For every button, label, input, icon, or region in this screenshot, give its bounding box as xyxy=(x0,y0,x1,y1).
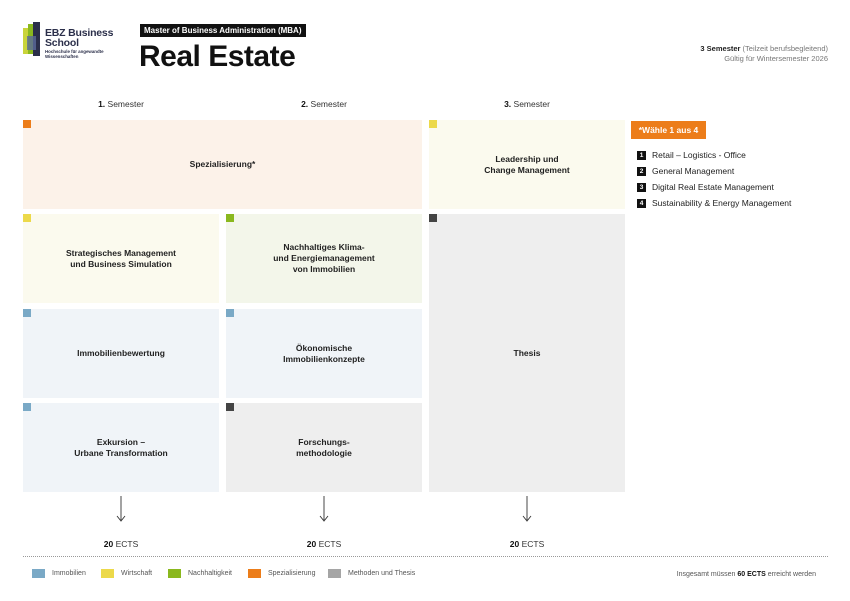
semester-note: (Teilzeit berufsbegleitend) xyxy=(740,44,828,53)
module-label: Spezialisierung* xyxy=(189,159,256,169)
legend-label: Spezialisierung xyxy=(268,570,316,577)
program-badge: Master of Business Administration (MBA) xyxy=(140,24,306,37)
logo-line1: EBZ Business xyxy=(45,27,114,39)
category-marker xyxy=(23,214,31,222)
legend-swatch xyxy=(168,569,181,578)
logo-tagline: Hochschule für angewandte Wissenschaften xyxy=(45,49,104,59)
option-label: Digital Real Estate Management xyxy=(652,182,774,192)
option-label: Sustainability & Energy Management xyxy=(652,198,792,208)
semester-2-ects: 20 ECTS xyxy=(226,539,422,549)
legend-label: Nachhaltigkeit xyxy=(188,570,232,577)
ects-unit: ECTS xyxy=(113,539,139,549)
ects-value: 20 xyxy=(509,539,520,549)
semester-3-ects: 20 ECTS xyxy=(429,539,625,549)
elective-option: 2 General Management xyxy=(637,166,734,176)
semester-count: 3 Semester xyxy=(700,44,741,53)
semester-3-heading: 3. Semester xyxy=(429,99,625,109)
category-marker xyxy=(23,309,31,317)
legend-item-spezialisierung: Spezialisierung xyxy=(248,569,315,578)
option-number: 2 xyxy=(637,166,646,176)
module-nachhaltiges-klima[interactable]: Nachhaltiges Klima- und Energiemanagemen… xyxy=(226,214,422,303)
option-number: 4 xyxy=(637,198,646,208)
semester-1-heading: 1. Semester xyxy=(23,99,219,109)
module-label: Ökonomische Immobilienkonzepte xyxy=(283,342,365,364)
ects-unit: ECTS xyxy=(316,539,342,549)
module-label: Leadership und Change Management xyxy=(484,153,570,175)
module-label: Forschungs- methodologie xyxy=(296,436,352,458)
school-logo: EBZ Business School Hochschule für angew… xyxy=(23,22,133,62)
semester-number: 2. xyxy=(301,99,309,109)
option-label: Retail – Logistics - Office xyxy=(652,150,746,160)
option-number: 3 xyxy=(637,182,646,192)
module-label: Strategisches Management und Business Si… xyxy=(65,247,177,269)
legend-item-methoden: Methoden und Thesis xyxy=(328,569,415,578)
module-label: Thesis xyxy=(513,347,541,358)
category-marker xyxy=(429,120,437,128)
total-suffix: erreicht werden xyxy=(765,571,816,578)
page-title: Real Estate xyxy=(139,40,296,73)
total-ects: 60 ECTS xyxy=(737,571,766,578)
legend-item-wirtschaft: Wirtschaft xyxy=(101,569,152,578)
module-label: Immobilienbewertung xyxy=(77,348,165,358)
logo-mark-icon xyxy=(23,22,40,56)
module-forschungsmethodologie[interactable]: Forschungs- methodologie xyxy=(226,403,422,492)
module-strategisches-management[interactable]: Strategisches Management und Business Si… xyxy=(23,214,219,303)
ects-value: 20 xyxy=(306,539,317,549)
ects-value: 20 xyxy=(103,539,114,549)
option-number: 1 xyxy=(637,150,646,160)
module-spezialisierung[interactable]: Spezialisierung* xyxy=(23,120,422,209)
category-marker xyxy=(226,403,234,411)
elective-heading: *Wähle 1 aus 4 xyxy=(631,121,706,139)
semester-1-ects: 20 ECTS xyxy=(23,539,219,549)
module-immobilienbewertung[interactable]: Immobilienbewertung xyxy=(23,309,219,398)
legend-swatch xyxy=(248,569,261,578)
legend-label: Wirtschaft xyxy=(121,570,153,577)
footer-divider xyxy=(23,556,828,557)
total-prefix: Insgesamt müssen xyxy=(676,571,738,578)
elective-option: 1 Retail – Logistics - Office xyxy=(637,150,746,160)
total-ects-note: Insgesamt müssen 60 ECTS erreicht werden xyxy=(677,571,816,578)
module-oekonomische-immobilienkonzepte[interactable]: Ökonomische Immobilienkonzepte xyxy=(226,309,422,398)
module-exkursion[interactable]: Exkursion – Urbane Transformation xyxy=(23,403,219,492)
module-thesis[interactable]: Thesis xyxy=(429,214,625,492)
semester-label: Semester xyxy=(105,99,144,109)
semester-number: 1. xyxy=(98,99,106,109)
legend-item-immobilien: Immobilien xyxy=(32,569,86,578)
semester-label: Semester xyxy=(511,99,550,109)
category-marker xyxy=(23,403,31,411)
category-marker xyxy=(429,214,437,222)
semester-label: Semester xyxy=(308,99,347,109)
legend-swatch xyxy=(101,569,114,578)
legend-swatch xyxy=(32,569,45,578)
semester-number: 3. xyxy=(504,99,512,109)
arrow-down-icon xyxy=(522,496,532,522)
elective-option: 3 Digital Real Estate Management xyxy=(637,182,774,192)
arrow-down-icon xyxy=(319,496,329,522)
logo-line2: School xyxy=(45,37,79,49)
program-meta: 3 Semester (Teilzeit berufsbegleitend) G… xyxy=(700,44,828,64)
valid-for: Gültig für Wintersemester 2026 xyxy=(724,54,828,63)
category-marker xyxy=(226,214,234,222)
category-marker xyxy=(23,120,31,128)
logo-wordmark: EBZ Business School xyxy=(45,27,114,49)
arrow-down-icon xyxy=(116,496,126,522)
legend-label: Immobilien xyxy=(52,570,86,577)
category-marker xyxy=(226,309,234,317)
legend-item-nachhaltigkeit: Nachhaltigkeit xyxy=(168,569,232,578)
ects-unit: ECTS xyxy=(519,539,545,549)
legend-swatch xyxy=(328,569,341,578)
module-label: Nachhaltiges Klima- und Energiemanagemen… xyxy=(273,242,375,274)
module-label: Exkursion – Urbane Transformation xyxy=(74,436,168,458)
semester-2-heading: 2. Semester xyxy=(226,99,422,109)
module-leadership[interactable]: Leadership und Change Management xyxy=(429,120,625,209)
legend-label: Methoden und Thesis xyxy=(348,570,416,577)
option-label: General Management xyxy=(652,166,735,176)
elective-option: 4 Sustainability & Energy Management xyxy=(637,198,791,208)
